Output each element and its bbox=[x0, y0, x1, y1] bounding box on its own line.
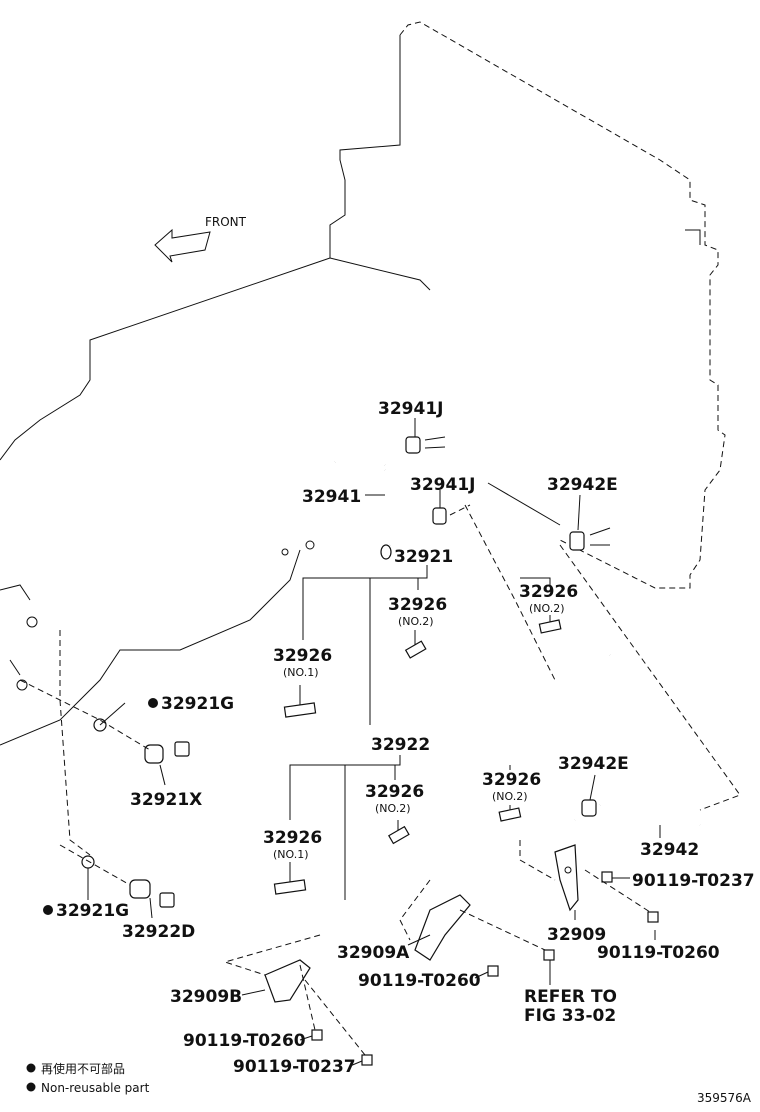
label-32922: 32922 bbox=[371, 735, 430, 755]
bracket-32909 bbox=[554, 844, 579, 912]
refer-line1: REFER TO bbox=[524, 987, 617, 1007]
label-32922D: 32922D bbox=[122, 922, 195, 942]
bracket-32909A bbox=[414, 894, 471, 961]
figure-id: 359576A bbox=[697, 1091, 752, 1105]
label-90119-T0237-b: 90119-T0237 bbox=[233, 1057, 356, 1077]
clamp-32942E-top bbox=[569, 527, 611, 551]
label-32926-no2-a: 32926 bbox=[388, 595, 447, 615]
label-32926-no2-b: 32926 bbox=[519, 582, 578, 602]
hose-32942 bbox=[581, 771, 701, 828]
label-32941: 32941 bbox=[302, 487, 361, 507]
sleeve-32926-no2-b bbox=[538, 619, 562, 634]
label-32942: 32942 bbox=[640, 840, 699, 860]
hose-32941 bbox=[333, 453, 403, 560]
legend-en: Non-reusable part bbox=[41, 1081, 150, 1095]
clamp-32941J-mid bbox=[432, 504, 471, 525]
label-32921G-a: 32921G bbox=[161, 694, 234, 714]
sleeve-32926-no1-a bbox=[283, 702, 317, 718]
legend-dot-en bbox=[26, 1082, 36, 1092]
label-no2-d: (NO.2) bbox=[492, 790, 528, 803]
label-32909B: 32909B bbox=[170, 987, 242, 1007]
label-no1-b: (NO.1) bbox=[273, 848, 309, 861]
front-arrow-icon bbox=[154, 228, 211, 263]
front-label: FRONT bbox=[205, 215, 247, 229]
pipe-32922 bbox=[129, 818, 576, 927]
bolt-90119-T0260-a bbox=[647, 911, 659, 923]
label-32942E-top: 32942E bbox=[547, 475, 618, 495]
leader-lines bbox=[87, 418, 661, 1067]
label-32941J-top: 32941J bbox=[378, 399, 443, 419]
dashed-routes bbox=[19, 504, 741, 1056]
non-reusable-dot-b bbox=[43, 905, 53, 915]
bracket-32909B bbox=[264, 959, 311, 1003]
label-no2-c: (NO.2) bbox=[375, 802, 411, 815]
label-32909: 32909 bbox=[547, 925, 606, 945]
clamp-32941J-top bbox=[405, 436, 446, 454]
pipe-32921 bbox=[144, 643, 611, 764]
sleeve-32926-no2-d bbox=[498, 807, 522, 822]
label-32926-no2-c: 32926 bbox=[365, 782, 424, 802]
transmission-outline bbox=[0, 540, 315, 746]
o-ring-32921G-b bbox=[81, 855, 95, 869]
bolt-90119-T0237-a bbox=[601, 871, 613, 883]
label-no2-a: (NO.2) bbox=[398, 615, 434, 628]
label-32926-no1-a: 32926 bbox=[273, 646, 332, 666]
label-90119-T0260-c: 90119-T0260 bbox=[183, 1031, 306, 1051]
label-32942E-mid: 32942E bbox=[558, 754, 629, 774]
label-no2-b: (NO.2) bbox=[529, 602, 565, 615]
label-32941J-mid: 32941J bbox=[410, 475, 475, 495]
label-90119-T0260-b: 90119-T0260 bbox=[358, 971, 481, 991]
refer-line2: FIG 33-02 bbox=[524, 1006, 616, 1026]
engine-outline bbox=[0, 21, 726, 589]
label-32921: 32921 bbox=[394, 547, 453, 567]
bolt-90119-T0260-b bbox=[487, 965, 499, 977]
legend-jp: 再使用不可部品 bbox=[41, 1061, 125, 1076]
sleeve-32926-no2-c bbox=[388, 825, 410, 845]
label-no1-a: (NO.1) bbox=[283, 666, 319, 679]
non-reusable-dot-a bbox=[148, 698, 158, 708]
label-32921G-b: 32921G bbox=[56, 901, 129, 921]
label-32926-no1-b: 32926 bbox=[263, 828, 322, 848]
sleeve-32926-no2-a bbox=[404, 640, 427, 659]
label-90119-T0260-a: 90119-T0260 bbox=[597, 943, 720, 963]
bolt-refer bbox=[543, 949, 555, 961]
label-32921X: 32921X bbox=[130, 790, 202, 810]
legend-dot-jp bbox=[26, 1063, 36, 1073]
sleeve-32926-no1-b bbox=[273, 879, 307, 895]
bolt-90119-T0260-c bbox=[311, 1029, 323, 1041]
label-90119-T0237-a: 90119-T0237 bbox=[632, 871, 755, 891]
label-32926-no2-d: 32926 bbox=[482, 770, 541, 790]
bolt-90119-T0237-b bbox=[361, 1054, 373, 1066]
label-32909A: 32909A bbox=[337, 943, 410, 963]
